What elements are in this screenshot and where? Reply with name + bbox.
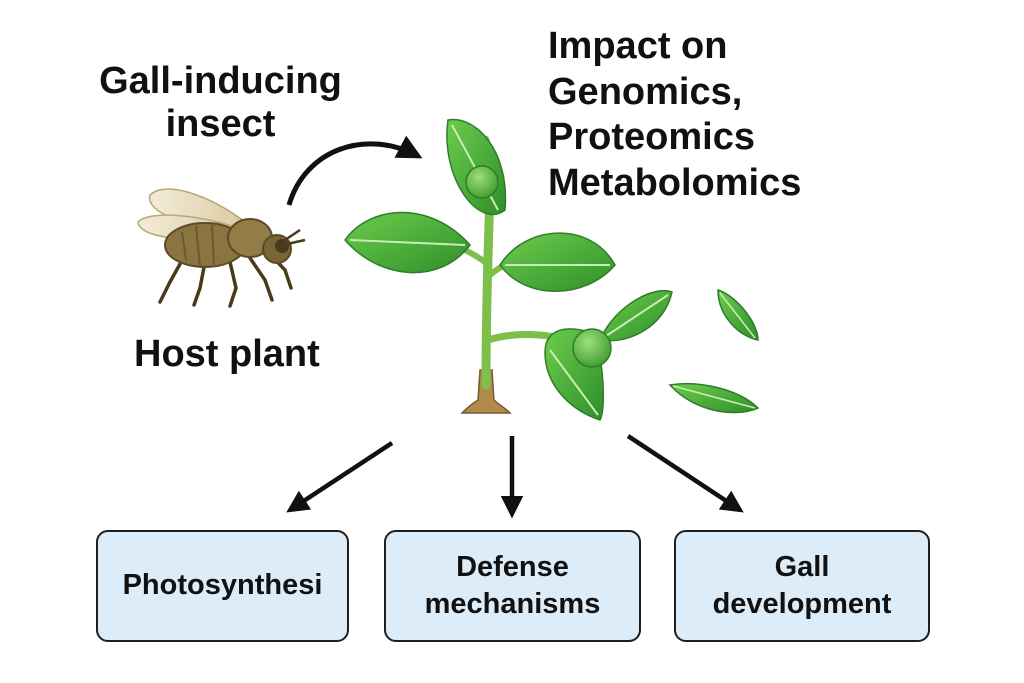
arrow-to-gall-development <box>626 434 744 513</box>
arrow-to-photosynthesis <box>286 441 394 513</box>
insect-label-line: Gall-inducing <box>99 60 342 102</box>
host-plant-label: Host plant <box>134 333 320 375</box>
insect-label: Gall-inducing insect <box>88 60 353 146</box>
photosynthesis-box-text: Photosynthesi <box>122 569 323 602</box>
gall-box-text: development <box>712 588 892 620</box>
defense-mechanisms-box: Defense mechanisms <box>384 530 641 642</box>
insect-icon <box>137 188 306 308</box>
impact-label-line: Proteomics <box>548 116 755 159</box>
gall-icon <box>465 165 499 199</box>
photosynthesis-box: Photosynthesi <box>96 530 349 642</box>
impact-label: Impact on Genomics, Proteomics Metabolom… <box>548 24 801 206</box>
gall-box-text: Gall <box>774 550 830 583</box>
gall-icon <box>572 328 612 368</box>
plant-icon <box>344 118 673 421</box>
gall-development-box: Gall development <box>674 530 930 642</box>
impact-label-line: Genomics, <box>548 70 743 113</box>
infection-arrow <box>286 135 423 206</box>
impact-label-line: Metabolomics <box>548 161 802 204</box>
defense-box-text: mechanisms <box>424 588 601 620</box>
defense-box-text: Defense <box>456 550 569 583</box>
impact-label-line: Impact on <box>548 25 728 67</box>
falling-leaves <box>668 288 760 414</box>
insect-label-line: insect <box>165 102 276 145</box>
leaf-icon <box>499 232 616 292</box>
